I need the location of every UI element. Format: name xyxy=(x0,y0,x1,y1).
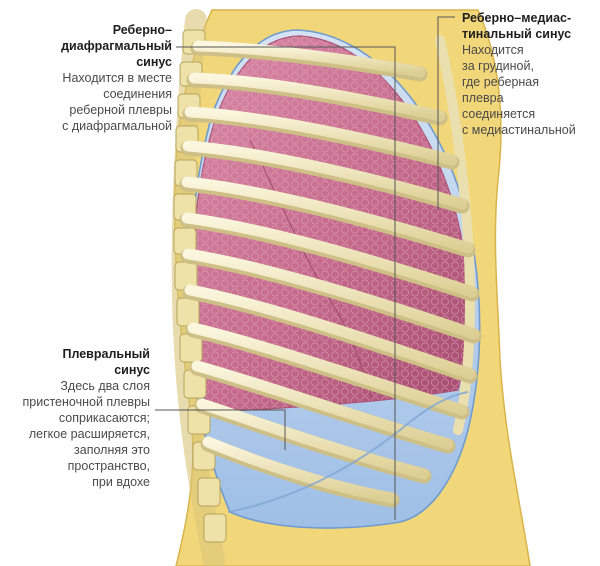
label-costodiaphragmatic-title: Реберно– диафрагмальный синус xyxy=(61,23,172,69)
label-pleural-title: Плевральный синус xyxy=(62,347,150,377)
ribs xyxy=(179,40,482,508)
label-costomediastinal-body: Находится за грудиной, где реберная плев… xyxy=(462,43,576,137)
sternum xyxy=(435,35,476,435)
label-costomediastinal-sinus: Реберно–медиас- тинальный синус Находитс… xyxy=(462,10,598,138)
label-pleural-sinus: Плевральный синус Здесь два слоя пристен… xyxy=(0,346,150,490)
diaphragm xyxy=(227,391,469,513)
leader-line-costomediastinal xyxy=(437,16,455,210)
leader-line-costodiaphragmatic xyxy=(176,46,396,520)
leader-lines xyxy=(155,16,455,520)
label-pleural-body: Здесь два слоя пристеночной плевры сопри… xyxy=(22,379,150,489)
label-costomediastinal-title: Реберно–медиас- тинальный синус xyxy=(462,11,572,41)
label-costodiaphragmatic-sinus: Реберно– диафрагмальный синус Находится … xyxy=(0,22,172,134)
label-costodiaphragmatic-body: Находится в месте соединения реберной пл… xyxy=(62,71,172,133)
leader-line-pleural xyxy=(155,409,286,450)
